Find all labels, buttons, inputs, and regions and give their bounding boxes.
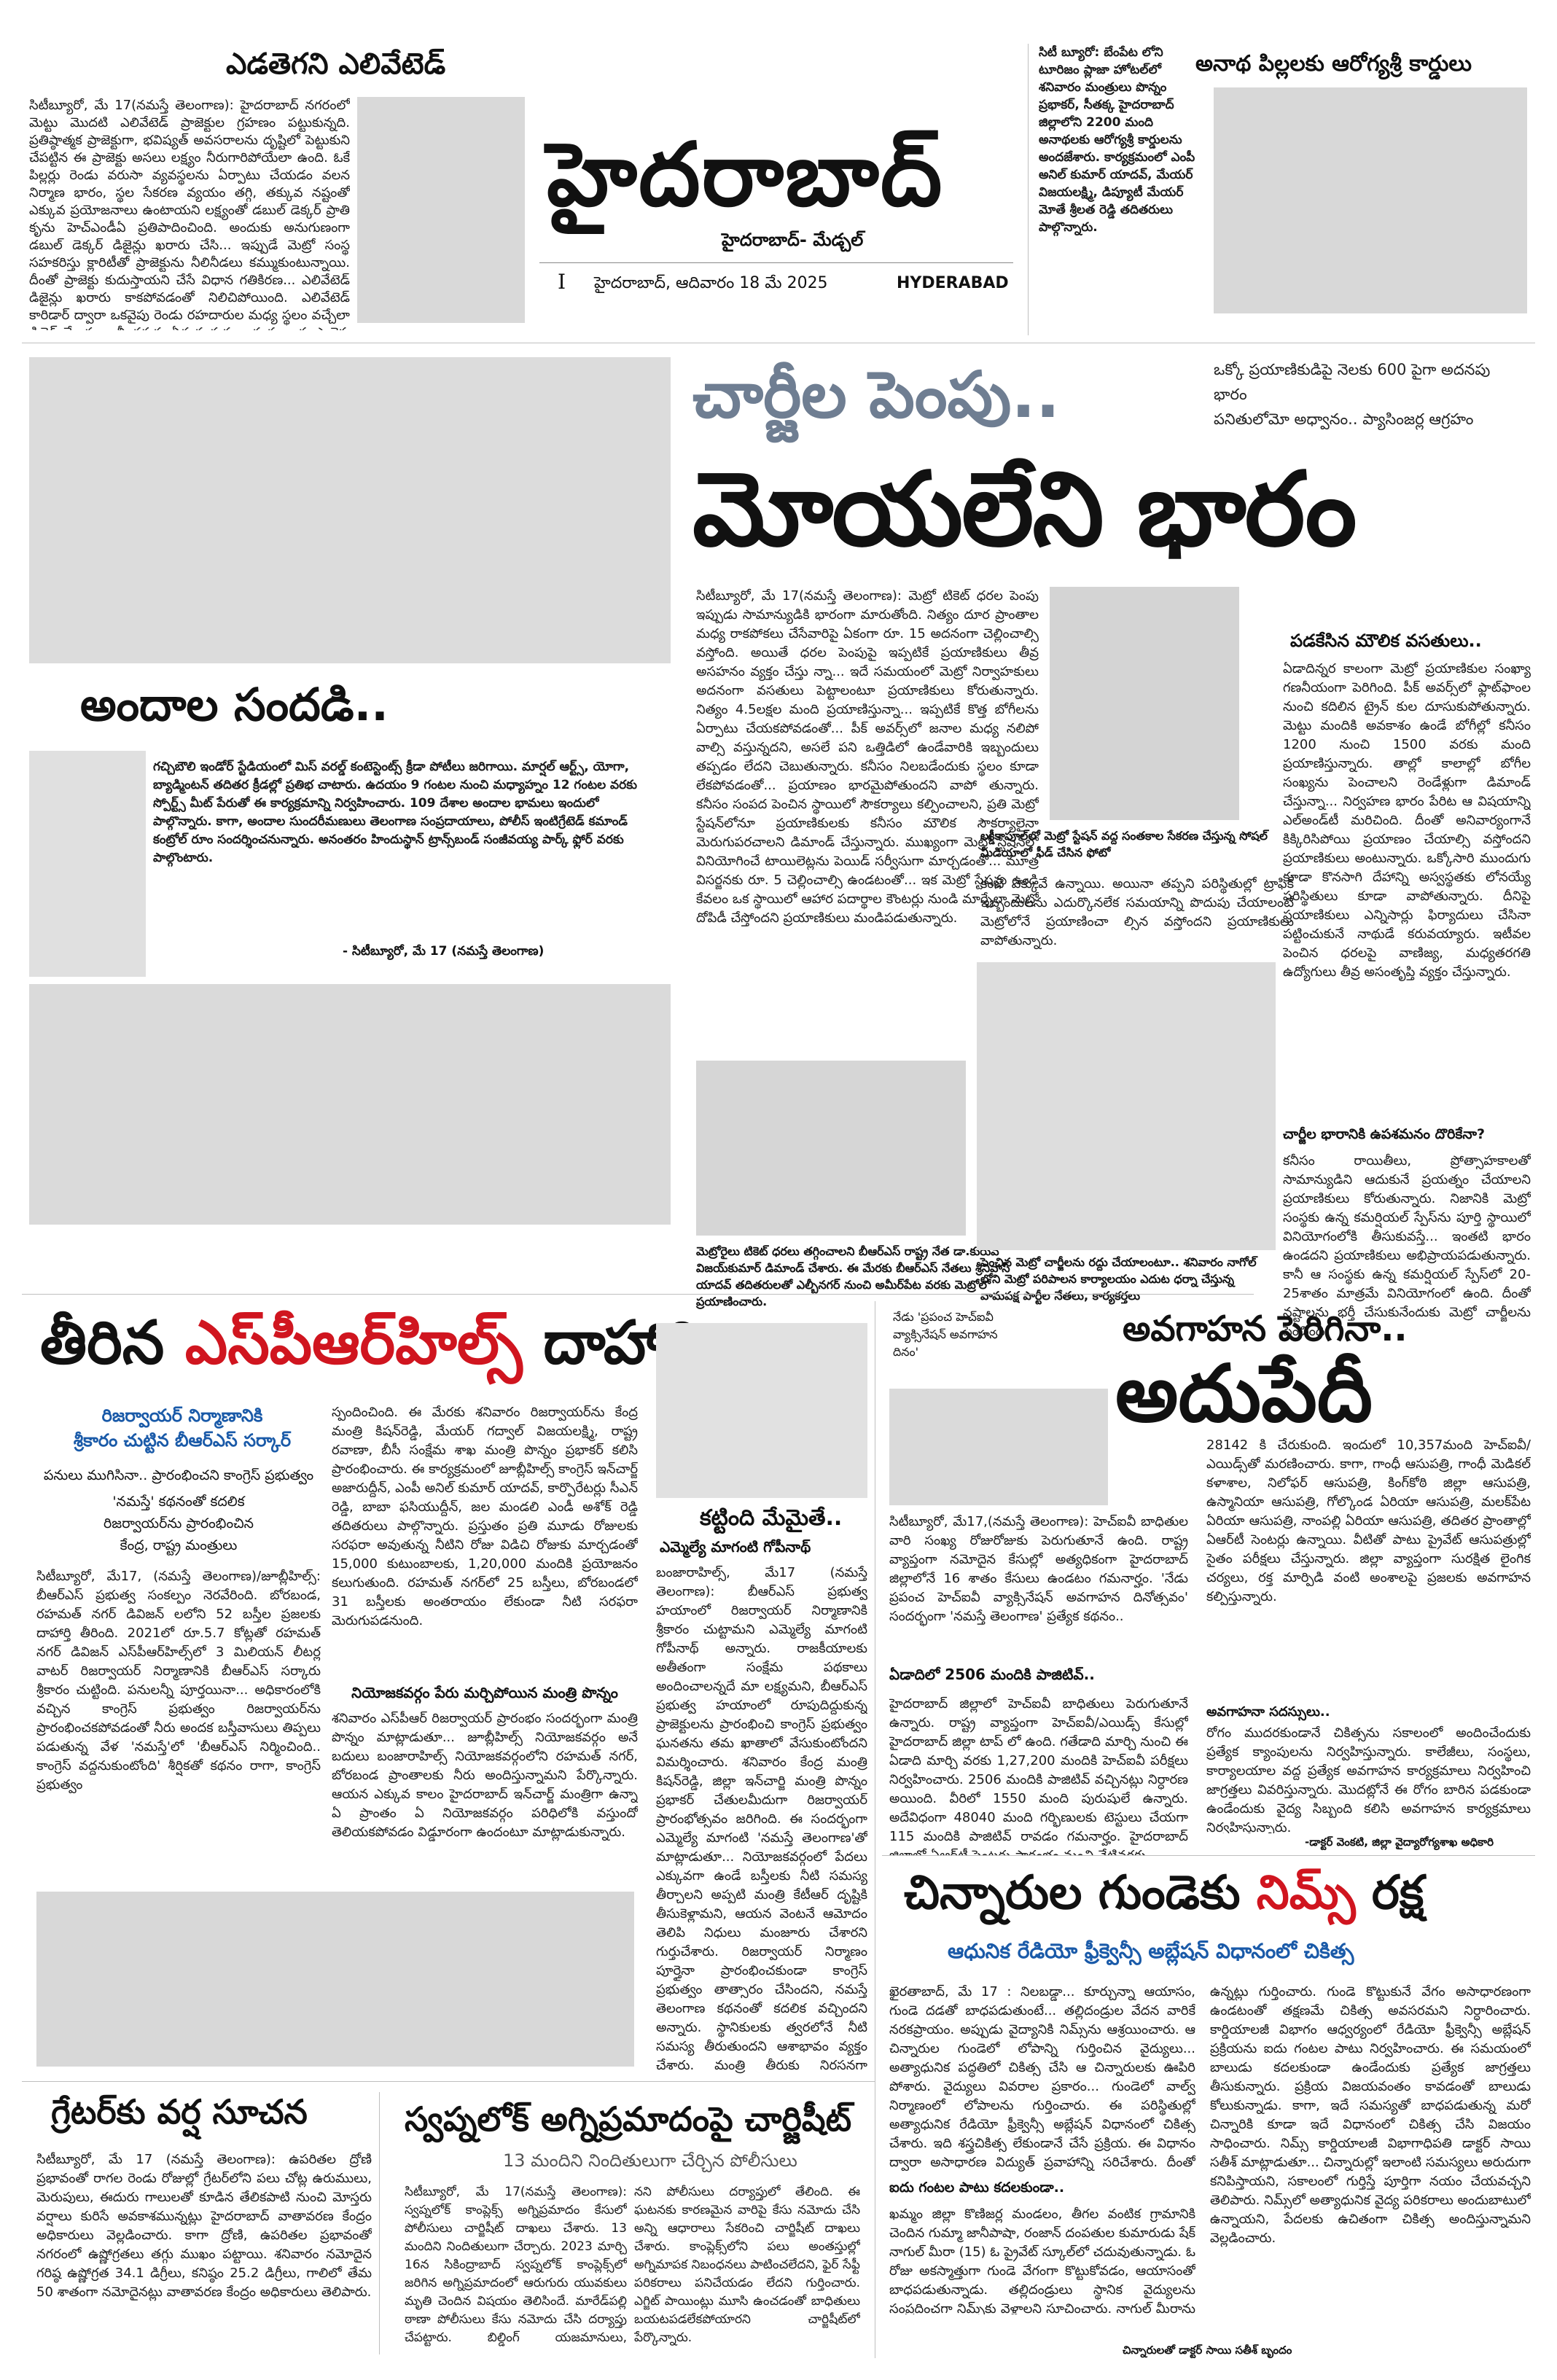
aarogyasri-photo bbox=[1214, 87, 1527, 313]
masthead-subtitle: హైదరాబాద్- మేడ్చల్ bbox=[722, 230, 864, 250]
nims-headline-red: నిమ్స్ bbox=[1256, 1866, 1356, 1920]
srsp-portrait bbox=[656, 1323, 867, 1498]
nims-col1-sub: ఐదు గంటల పాటు కదలకుండా.. bbox=[889, 2180, 1065, 2196]
metro-col3: ఏడాదిన్నర కాలంగా మెట్రో ప్రయాణికుల సంఖ్య… bbox=[1283, 661, 1531, 980]
metro-photo-main bbox=[29, 357, 671, 663]
flyover-photo bbox=[357, 97, 525, 323]
srsp-col3-sub: ఎమ్మెల్యే మాగంటి గోపీనాథ్ bbox=[660, 1538, 811, 1556]
masthead-edition: HYDERABAD bbox=[897, 274, 1009, 292]
nims-sub: ఆధునిక రేడియో ఫ్రీక్వెన్సీ అబ్లేషన్ విధా… bbox=[948, 1939, 1354, 1963]
srsp-col2b: శనివారం ఎస్‌పీఆర్ రిజర్వాయర్ ప్రారంభం సం… bbox=[332, 1711, 638, 1840]
top-right-headline: అనాథ పిల్లలకు ఆరోగ్యశ్రీ కార్డులు bbox=[1195, 51, 1472, 77]
fire-headline-1: స్వప్నలోక్ bbox=[405, 2099, 530, 2139]
metro-deck: ఒక్కో ప్రయాణికుడిపై నెలకు 600 పైగా అదనపు… bbox=[1214, 361, 1491, 428]
metro-subhead: పడకేసిన మౌలిక వసతులు.. bbox=[1290, 631, 1482, 651]
flyover-body: సిటీబ్యూరో, మే 17(నమస్తే తెలంగాణ): హైదరా… bbox=[29, 98, 350, 330]
metro-question: చార్జీల భారానికి ఉపశమనం దొరికేనా? bbox=[1283, 1126, 1486, 1142]
nims-col1b: ఖమ్మం జిల్లా కొణిజర్ల మండలం, తీగల వంటిక … bbox=[889, 2207, 1195, 2314]
hiv-headline1: అవగాహన పెరిగినా.. bbox=[1123, 1308, 1408, 1349]
beauty-body-text: గచ్చిబౌలి ఇండోర్ స్టేడియంలో మిస్ వరల్డ్ … bbox=[153, 760, 637, 865]
fire-sub: 13 మందిని నిందితులుగా చేర్చిన పోలీసులు bbox=[503, 2150, 797, 2171]
masthead-title: హైదరాబాద్ bbox=[547, 123, 944, 226]
page-number: I bbox=[558, 270, 566, 294]
flyover-headline: ఎడతెగని ఎలివేటెడ్ bbox=[226, 47, 446, 81]
metro-col3b: కనీసం రాయితీలు, ప్రోత్సాహకాలతో సామాన్యుడ… bbox=[1283, 1153, 1531, 1339]
beauty-body: గచ్చిబౌలి ఇండోర్ స్టేడియంలో మిస్ వరల్డ్ … bbox=[153, 758, 656, 940]
masthead-date: హైదరాబాద్, ఆదివారం 18 మే 2025 bbox=[594, 274, 828, 292]
metro-col1: సిటీబ్యూరో, మే 17(నమస్తే తెలంగాణ): మెట్ర… bbox=[696, 588, 1039, 926]
hiv-teaser: నేడు 'ప్రపంచ హెచ్ఐవీ వ్యాక్సినేషన్ అవగాహ… bbox=[893, 1310, 998, 1359]
srsp-sub2: పనులు ముగిసినా.. ప్రారంభించని కాంగ్రెస్ … bbox=[43, 1467, 314, 1483]
metro-col2-top: కంటే ఎక్కువే ఉన్నాయి. అయినా తప్పని పరిస్… bbox=[980, 876, 1294, 948]
srsp-headline: తీరిన ఎస్‌పీఆర్‌హిల్స్ దాహార్తి bbox=[40, 1308, 701, 1392]
metro-headline: మోయలేని భారం bbox=[692, 450, 1357, 569]
srsp-photo bbox=[36, 1892, 634, 2067]
fire-col1: సిటీబ్యూరో, మే 17(నమస్తే తెలంగాణ): స్వప్… bbox=[405, 2185, 627, 2345]
metro-photo-signature bbox=[1050, 587, 1239, 820]
beauty-photo-bottom bbox=[29, 984, 671, 1225]
srsp-col1: సిటీబ్యూరో, మే17, (నమస్తే తెలంగాణ)/జూబ్ల… bbox=[36, 1569, 321, 1792]
hiv-headline2: అదుపేదీ bbox=[1115, 1349, 1373, 1440]
rain-headline-1: గ్రేటర్‌కు bbox=[51, 2092, 146, 2131]
nims-col2: ఉన్నట్లు గుర్తించారు. గుండె కొట్టుకునే వ… bbox=[1210, 1984, 1531, 2246]
metro-photo-mla bbox=[696, 1061, 966, 1236]
fire-headline-2: అగ్నిప్రమాదంపై చార్జిషీట్ bbox=[541, 2099, 852, 2139]
nims-headline-1: చిన్నారుల గుండెకు bbox=[904, 1866, 1241, 1920]
hiv-col2: 28142 కి చేరుకుంది. ఇందులో 10,357మంది హె… bbox=[1206, 1437, 1531, 1604]
top-brief: సిటీ బ్యూరో: బేంపేట లోని టూరిజం ప్లాజా హ… bbox=[1039, 45, 1195, 235]
masthead: హైదరాబాద్ హైదరాబాద్- మేడ్చల్ I హైదరాబాద్… bbox=[539, 124, 1021, 313]
hiv-photo bbox=[889, 1389, 1108, 1505]
srsp-sub1: రిజర్వాయర్ నిర్మాణానికి శ్రీకారం చుట్టిన… bbox=[73, 1405, 292, 1451]
srsp-headline-1: తీరిన bbox=[40, 1308, 165, 1378]
metro-photo1-caption: మెట్రోరైలు టికెట్ ధరలు తగ్గించాలని బీఆర్… bbox=[696, 1244, 1010, 1308]
beauty-photo bbox=[29, 751, 146, 977]
nims-photo-caption: చిన్నారులతో డాక్టర్ సాయి సతీశ్ బృందం bbox=[1123, 2344, 1292, 2357]
hiv-col2b: రోగం ముదరకుండానే చికిత్సను సకాలంలో అందిం… bbox=[1206, 1725, 1531, 1833]
nims-col1: ఖైరతాబాద్, మే 17 : నిలబడ్డా... కూర్చున్న… bbox=[889, 1984, 1195, 2170]
hiv-byline: -డాక్టర్ వెంకటి, జిల్లా వైద్యారోగ్యశాఖ అ… bbox=[1305, 1835, 1494, 1849]
metro-photo2-caption: లక్డీకాపూల్‌లో మెట్రో స్టేషన్ వద్ద సంతకా… bbox=[980, 829, 1268, 859]
metro-photo-protest bbox=[977, 962, 1276, 1250]
fire-col2: నని పోలీసులు దర్యాప్తులో తేలింది. ఈ ఘటనక… bbox=[634, 2185, 860, 2345]
srsp-col3-head: కట్టింది మేమైతే.. bbox=[700, 1505, 843, 1531]
rain-headline-2: వర్ష సూచన bbox=[157, 2092, 308, 2131]
flyover-article: ఎడతెగని ఎలివేటెడ్ సిటీబ్యూరో, మే 17(నమస్… bbox=[29, 40, 532, 332]
beauty-byline: - సిటీబ్యూరో, మే 17 (నమస్తే తెలంగాణ) bbox=[343, 944, 545, 959]
hiv-col1: సిటీబ్యూరో, మే17,(నమస్తే తెలంగాణ): హెచ్ఐ… bbox=[889, 1514, 1188, 1624]
hiv-col1b: హైదరాబాద్ జిల్లాలో హెచ్ఐవీ బాధితులు పెరు… bbox=[889, 1696, 1188, 1855]
beauty-headline: అందాల సందడి.. bbox=[80, 678, 389, 731]
nims-headline-2: రక్ష bbox=[1371, 1866, 1424, 1920]
hiv-col1-sub: ఏడాదిలో 2506 మందికి పాజిటివ్.. bbox=[889, 1666, 1095, 1683]
hiv-col2-sub: అవగాహనా సదస్సులు.. bbox=[1206, 1704, 1330, 1720]
rain-body: సిటీబ్యూరో, మే 17 (నమస్తే తెలంగాణ): ఉపరి… bbox=[36, 2152, 372, 2300]
metro-kicker: చార్జీల పెంపు.. bbox=[692, 357, 1061, 432]
srsp-col3: బంజారాహిల్స్, మే17 (నమస్తే తెలంగాణ): బీఆ… bbox=[656, 1565, 867, 2073]
srsp-col2-sub: నియోజకవర్గం పేరు మర్చిపోయిన మంత్రి పొన్న… bbox=[351, 1684, 618, 1701]
nims-headline: చిన్నారుల గుండెకు నిమ్స్ రక్ష bbox=[904, 1866, 1424, 1931]
srsp-headline-red: ఎస్‌పీఆర్‌హిల్స్ bbox=[184, 1308, 523, 1378]
metro-photo3-caption: పెంచిన మెట్రో చార్జీలను రద్దు చేయాలంటూ..… bbox=[980, 1255, 1257, 1303]
srsp-col2: స్పందించింది. ఈ మేరకు శనివారం రిజర్వాయర్… bbox=[332, 1405, 638, 1628]
rain-headline: గ్రేటర్‌కు వర్ష సూచన bbox=[51, 2092, 308, 2140]
srsp-sub3: 'నమస్తే' కథనంతో కదలిక రిజర్వాయర్‌ను ప్రా… bbox=[104, 1494, 254, 1553]
fire-headline: స్వప్నలోక్ అగ్నిప్రమాదంపై చార్జిషీట్ bbox=[405, 2099, 851, 2147]
